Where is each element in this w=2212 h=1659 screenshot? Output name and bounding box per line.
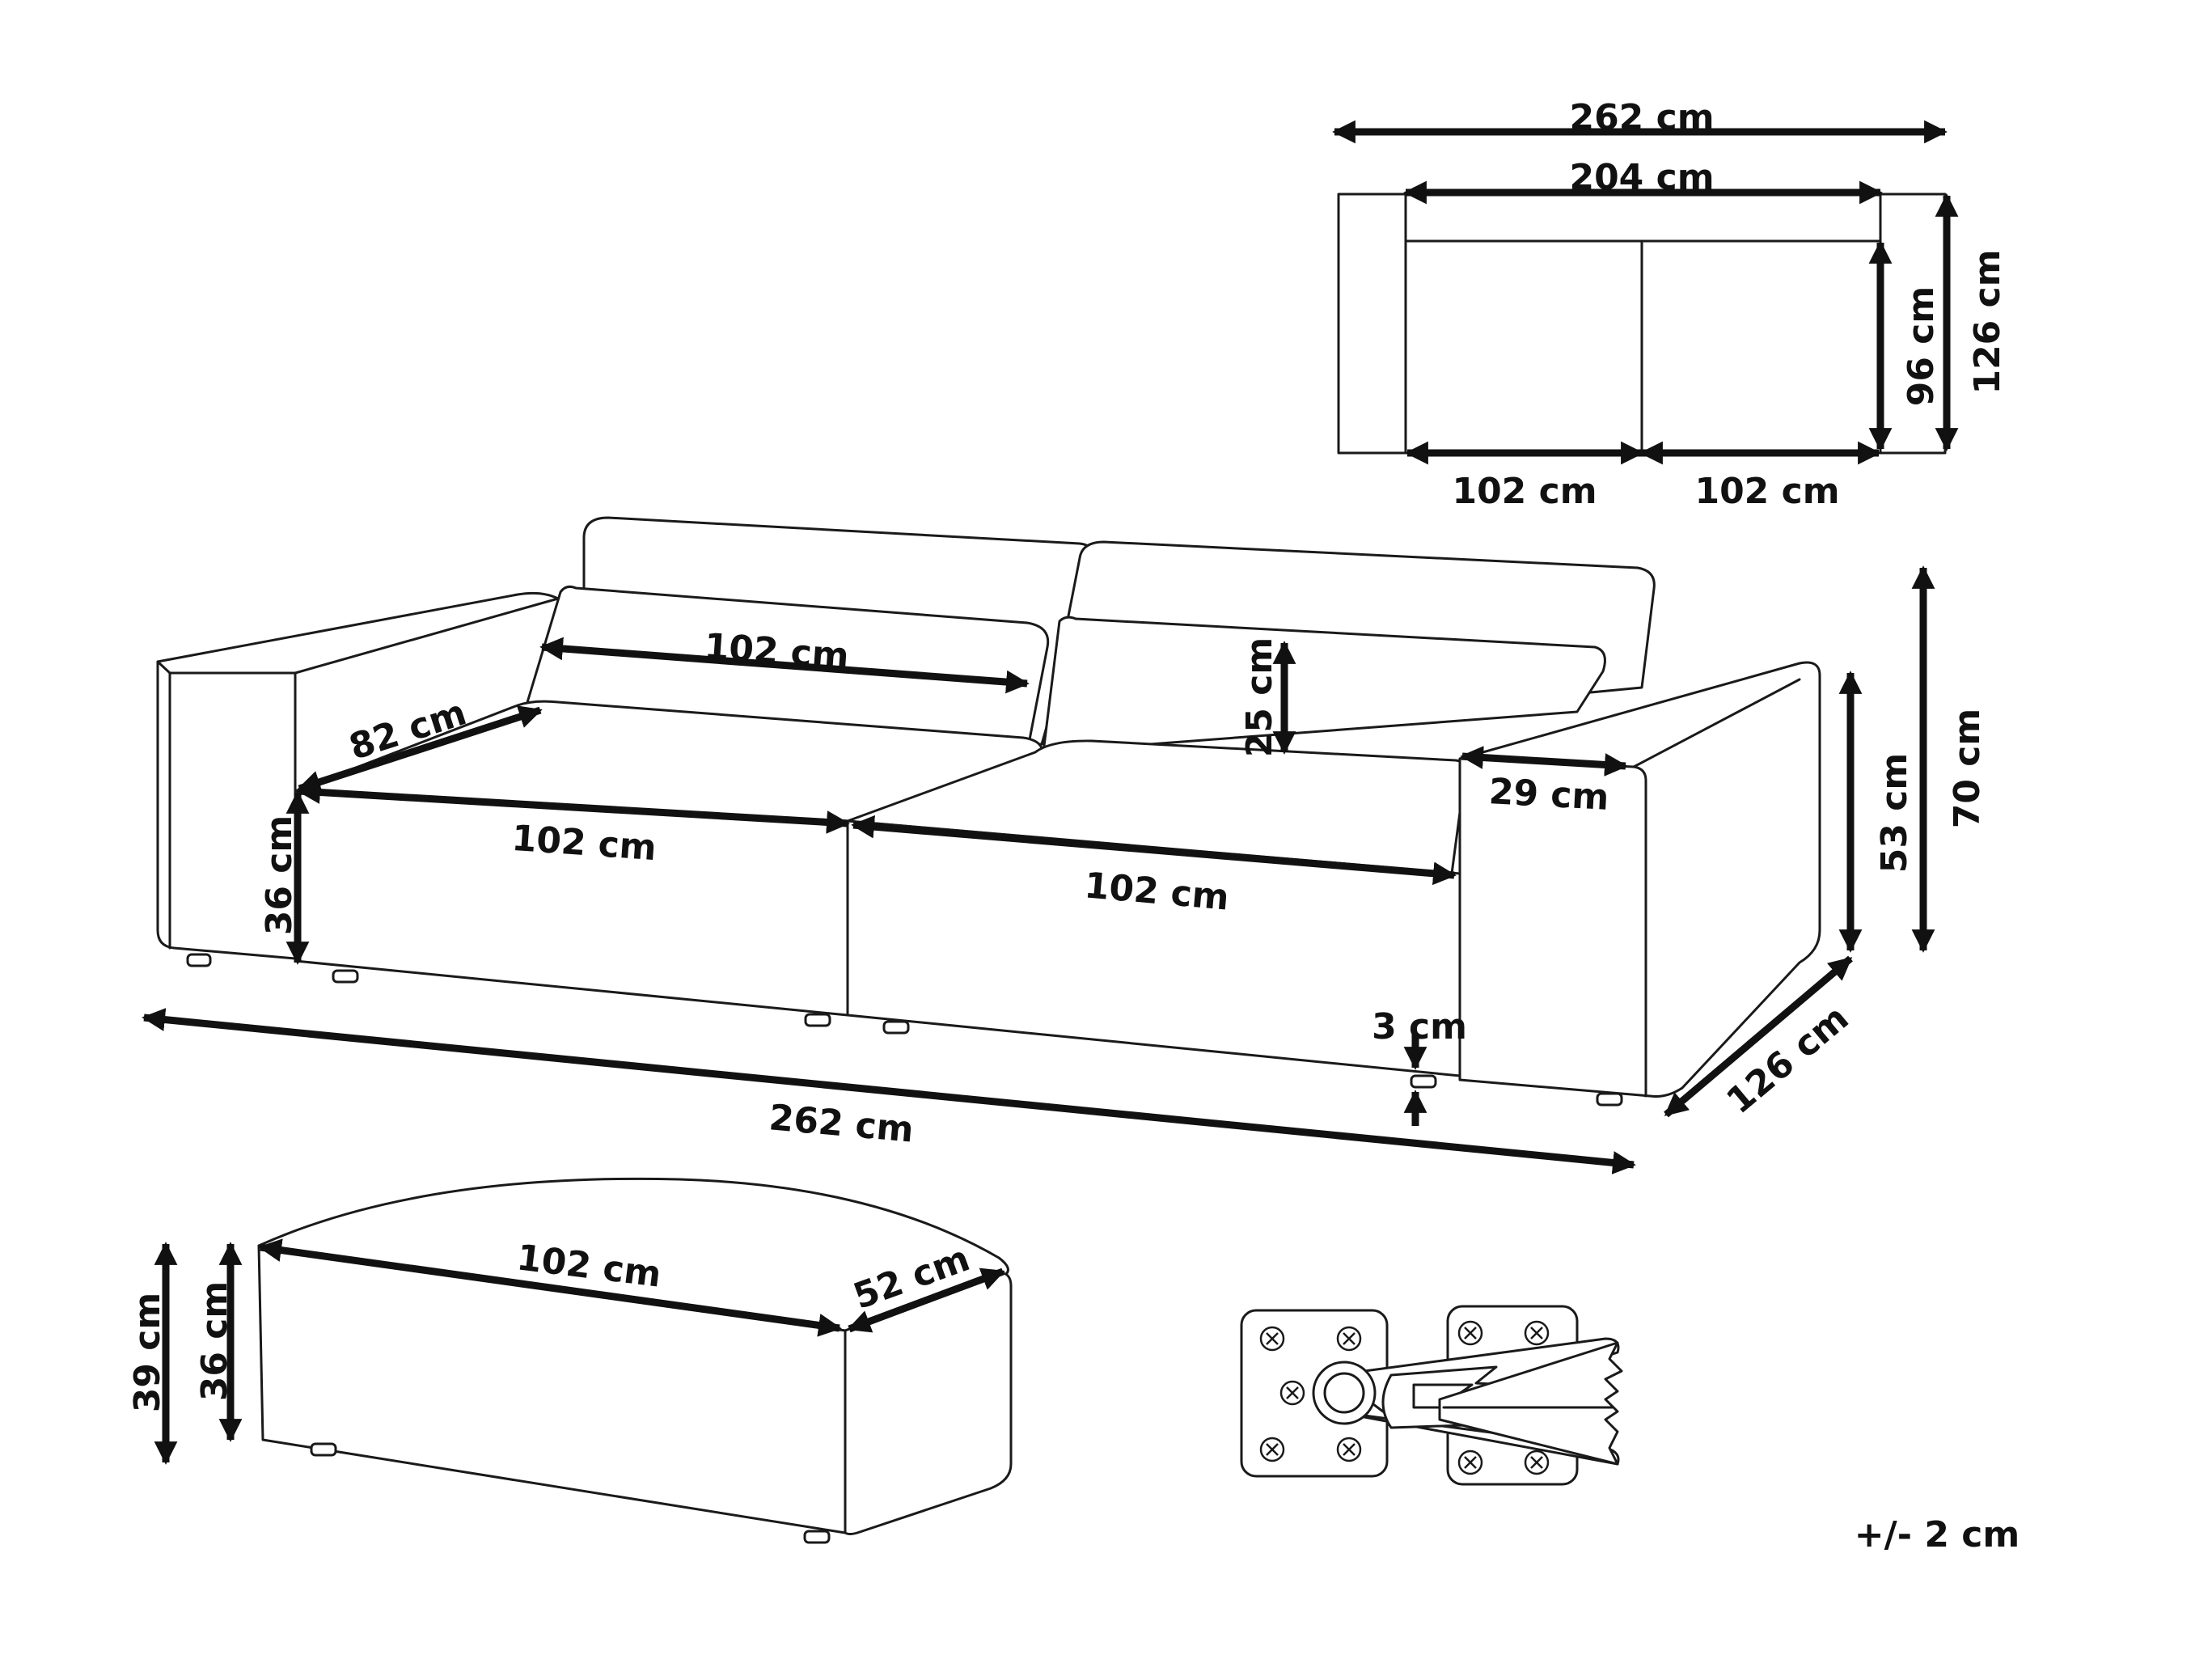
- connector-bracket-drawing: [1240, 1305, 1623, 1486]
- ottoman-depth-arrow: [847, 1268, 1005, 1333]
- arm-depth-arrow: [297, 705, 543, 794]
- ottoman-drawing: [257, 1177, 1013, 1544]
- seat-right-width-arrow: [851, 815, 1457, 886]
- top-view-dimension-lines: [1332, 120, 1959, 465]
- top-seat-right-label: 102 cm: [1694, 471, 1839, 512]
- ottoman-dimension-lines: [154, 1238, 1005, 1465]
- top-seat-depth-label: 96 cm: [1901, 286, 1942, 406]
- seat-left-width-label: 102 cm: [510, 818, 658, 869]
- arm-width-label: 29 cm: [1488, 771, 1610, 819]
- dimension-labels: 262 cm 204 cm 102 cm 102 cm 96 cm 126 cm…: [127, 97, 2020, 1555]
- top-view-diagram: [1337, 193, 1947, 455]
- arm-height-label: 53 cm: [1874, 753, 1915, 873]
- top-inner-width-label: 204 cm: [1569, 157, 1714, 198]
- right-back-cushion: [1042, 616, 1606, 754]
- top-seat-left-label: 102 cm: [1452, 471, 1597, 512]
- top-overall-width-label: 262 cm: [1569, 97, 1714, 138]
- overall-width-label: 262 cm: [768, 1097, 916, 1150]
- arm-width-arrow: [1460, 746, 1628, 777]
- back-cushion-width-label: 102 cm: [703, 626, 850, 677]
- overall-width-arrow: [142, 1008, 1636, 1174]
- cushion-height-label: 25 cm: [1239, 637, 1280, 757]
- screw-icon-group: [1259, 1320, 1550, 1475]
- total-height-label: 70 cm: [1947, 709, 1988, 828]
- ottoman-width-arrow: [258, 1238, 842, 1337]
- back-cushion-width-arrow: [539, 637, 1030, 694]
- overall-depth-arrow: [1664, 955, 1853, 1118]
- leg-height-label: 3 cm: [1372, 1006, 1467, 1047]
- ottoman-height-base-label: 36 cm: [194, 1281, 235, 1401]
- seat-left-width-arrow: [297, 781, 850, 834]
- top-overall-depth-label: 126 cm: [1967, 249, 2008, 394]
- seat-height-label: 36 cm: [259, 815, 300, 935]
- ottoman-height-total-label: 39 cm: [127, 1293, 168, 1412]
- sofa-dimension-lines: [142, 565, 1935, 1174]
- tolerance-note: +/- 2 cm: [1855, 1514, 2020, 1555]
